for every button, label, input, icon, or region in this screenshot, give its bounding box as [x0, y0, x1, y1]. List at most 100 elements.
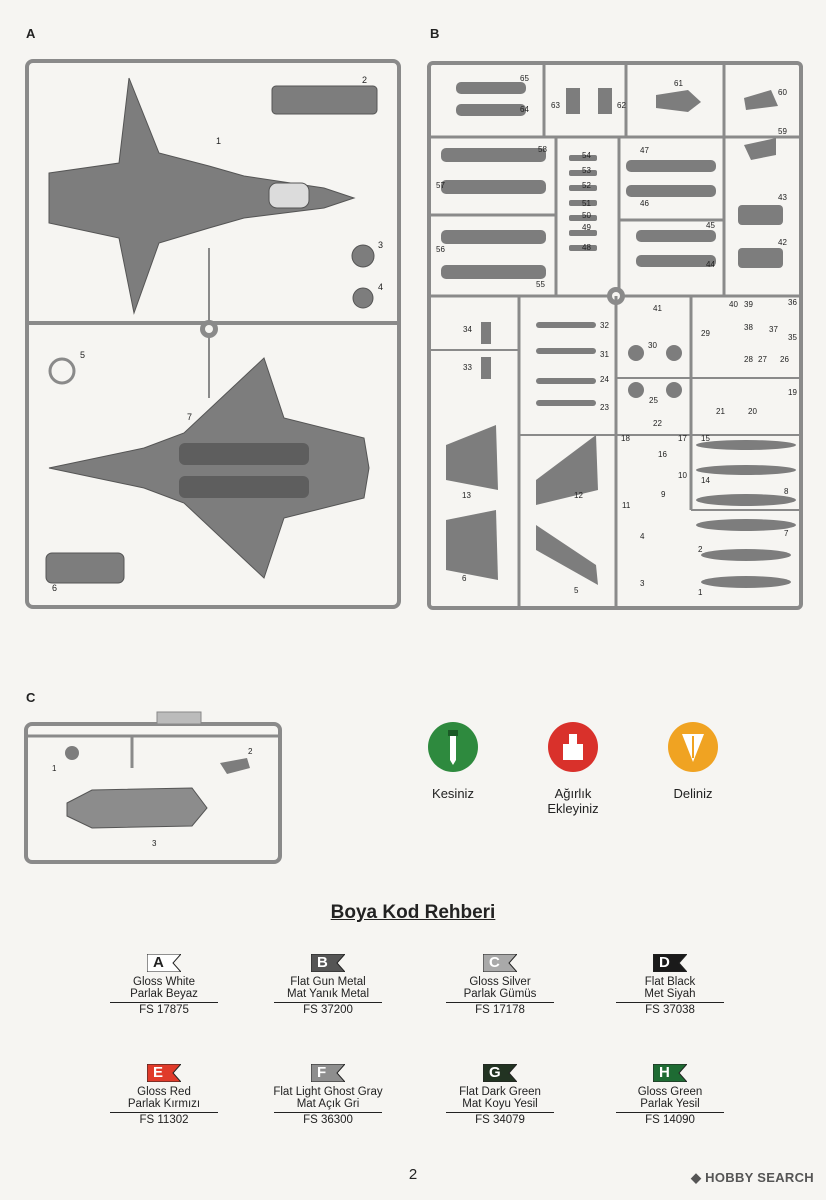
symbol-drill: Deliniz [628, 722, 758, 801]
paint-name: Gloss Silver [469, 976, 531, 988]
svg-text:15: 15 [701, 434, 710, 443]
svg-text:1: 1 [698, 588, 703, 597]
part-a6 [45, 552, 125, 584]
svg-text:30: 30 [648, 341, 657, 350]
svg-text:19: 19 [788, 388, 797, 397]
svg-text:10: 10 [678, 471, 687, 480]
svg-text:38: 38 [744, 323, 753, 332]
svg-text:37: 37 [769, 325, 778, 334]
svg-text:64: 64 [520, 105, 529, 114]
svg-text:3: 3 [640, 579, 645, 588]
svg-text:2: 2 [698, 545, 703, 554]
paint-tag-letter: F [317, 1064, 327, 1081]
part-a7-fuselage-bottom [48, 357, 370, 579]
paint-name-tr: Parlak Yesil [640, 1098, 700, 1110]
hobbysearch-logo-icon: ◆ [690, 1170, 706, 1185]
sprue-c-label: C [26, 690, 36, 705]
svg-text:62: 62 [617, 101, 626, 110]
paint-name: Gloss Green [637, 1086, 703, 1098]
paint-fs-code: FS 17875 [110, 1002, 218, 1016]
paint-guide-title: Boya Kod Rehberi [330, 902, 496, 923]
svg-text:36: 36 [788, 298, 797, 307]
svg-text:47: 47 [640, 146, 649, 155]
svg-text:51: 51 [582, 199, 591, 208]
part-a2 [271, 85, 378, 115]
part-a5 [48, 357, 76, 385]
paint-name-tr: Mat Açık Gri [296, 1098, 360, 1110]
paint-name-tr: Mat Yanık Metal [286, 988, 370, 1000]
svg-text:32: 32 [600, 321, 609, 330]
svg-text:5: 5 [574, 586, 579, 595]
sprue-a-diagram: 1 2 3 4 5 6 7 [25, 59, 401, 609]
paint-tag-letter: C [489, 954, 500, 971]
paint-tag-f: F [310, 1063, 347, 1083]
svg-text:1: 1 [216, 136, 221, 146]
paint-fs-code: FS 34079 [446, 1112, 554, 1126]
paint-fs-code: FS 17178 [446, 1002, 554, 1016]
svg-text:39: 39 [744, 300, 753, 309]
svg-text:3: 3 [378, 240, 383, 250]
svg-text:27: 27 [758, 355, 767, 364]
svg-text:8: 8 [784, 487, 789, 496]
symbol-cut-label: Kesiniz [432, 786, 474, 801]
paint-tag-letter: G [489, 1064, 501, 1081]
svg-text:18: 18 [621, 434, 630, 443]
svg-text:22: 22 [653, 419, 662, 428]
svg-text:65: 65 [520, 74, 529, 83]
paint-tag-letter: B [317, 954, 328, 971]
svg-text:45: 45 [706, 221, 715, 230]
svg-text:26: 26 [780, 355, 789, 364]
paint-name-tr: Parlak Beyaz [130, 988, 198, 1000]
svg-text:3: 3 [152, 839, 157, 848]
page-number: 2 [408, 1166, 418, 1183]
paint-tag-h: H [652, 1063, 689, 1083]
symbol-add-weight: Ağırlık Ekleyiniz [508, 722, 638, 816]
paint-tag-e: E [146, 1063, 183, 1083]
paint-fs-code: FS 36300 [274, 1112, 382, 1126]
paint-name-tr: Met Siyah [644, 988, 696, 1000]
svg-text:61: 61 [674, 79, 683, 88]
paint-name-tr: Mat Koyu Yesil [462, 1098, 538, 1110]
svg-text:28: 28 [744, 355, 753, 364]
paint-tag-d: D [652, 953, 689, 973]
svg-text:5: 5 [80, 350, 85, 360]
svg-text:35: 35 [788, 333, 797, 342]
svg-text:4: 4 [378, 282, 383, 292]
sprue-a-label: A [26, 26, 36, 41]
paint-name-tr: Parlak Gümüs [463, 988, 537, 1000]
paint-name: Flat Light Ghost Gray [273, 1086, 383, 1098]
svg-text:57: 57 [436, 181, 445, 190]
svg-text:21: 21 [716, 407, 725, 416]
knife-icon [428, 722, 478, 772]
paint-name: Flat Dark Green [459, 1086, 541, 1098]
svg-text:23: 23 [600, 403, 609, 412]
svg-text:53: 53 [582, 166, 591, 175]
paint-name: Gloss White [133, 976, 195, 988]
svg-text:4: 4 [640, 532, 645, 541]
paint-fs-code: FS 11302 [110, 1112, 218, 1126]
svg-text:6: 6 [52, 583, 57, 593]
svg-text:50: 50 [582, 211, 591, 220]
svg-text:33: 33 [463, 363, 472, 372]
svg-text:52: 52 [582, 181, 591, 190]
svg-text:2: 2 [248, 747, 253, 756]
part-a3 [351, 244, 375, 268]
svg-text:42: 42 [778, 238, 787, 247]
sprue-b-label: B [430, 26, 440, 41]
svg-text:31: 31 [600, 350, 609, 359]
svg-text:46: 46 [640, 199, 649, 208]
symbol-drill-label: Deliniz [673, 786, 713, 801]
svg-text:55: 55 [536, 280, 545, 289]
symbol-add-weight-label: Ağırlık Ekleyiniz [547, 786, 599, 816]
svg-text:29: 29 [701, 329, 710, 338]
svg-text:25: 25 [649, 396, 658, 405]
paint-tag-b: B [310, 953, 347, 973]
paint-name: Flat Gun Metal [290, 976, 366, 988]
